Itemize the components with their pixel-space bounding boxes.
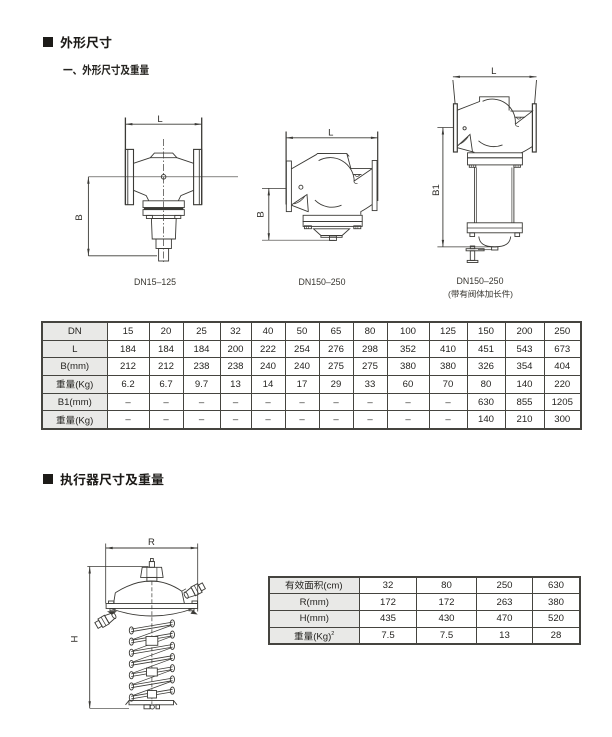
- svg-text:B: B: [74, 214, 85, 220]
- svg-text:(Kg): (Kg): [75, 380, 93, 391]
- svg-text:B1: B1: [431, 184, 442, 196]
- svg-text:2: 2: [331, 631, 334, 637]
- svg-text:L: L: [491, 66, 496, 77]
- svg-text:B: B: [256, 211, 267, 217]
- svg-text:R: R: [148, 537, 155, 548]
- svg-text:(cm): (cm): [323, 581, 342, 592]
- svg-text:L: L: [157, 114, 162, 125]
- svg-text:(: (: [448, 289, 451, 299]
- svg-text:H: H: [70, 635, 81, 642]
- svg-text:L: L: [328, 127, 333, 138]
- svg-text:(Kg): (Kg): [75, 415, 93, 426]
- svg-text:): ): [510, 289, 513, 299]
- svg-text:(Kg): (Kg): [313, 631, 331, 642]
